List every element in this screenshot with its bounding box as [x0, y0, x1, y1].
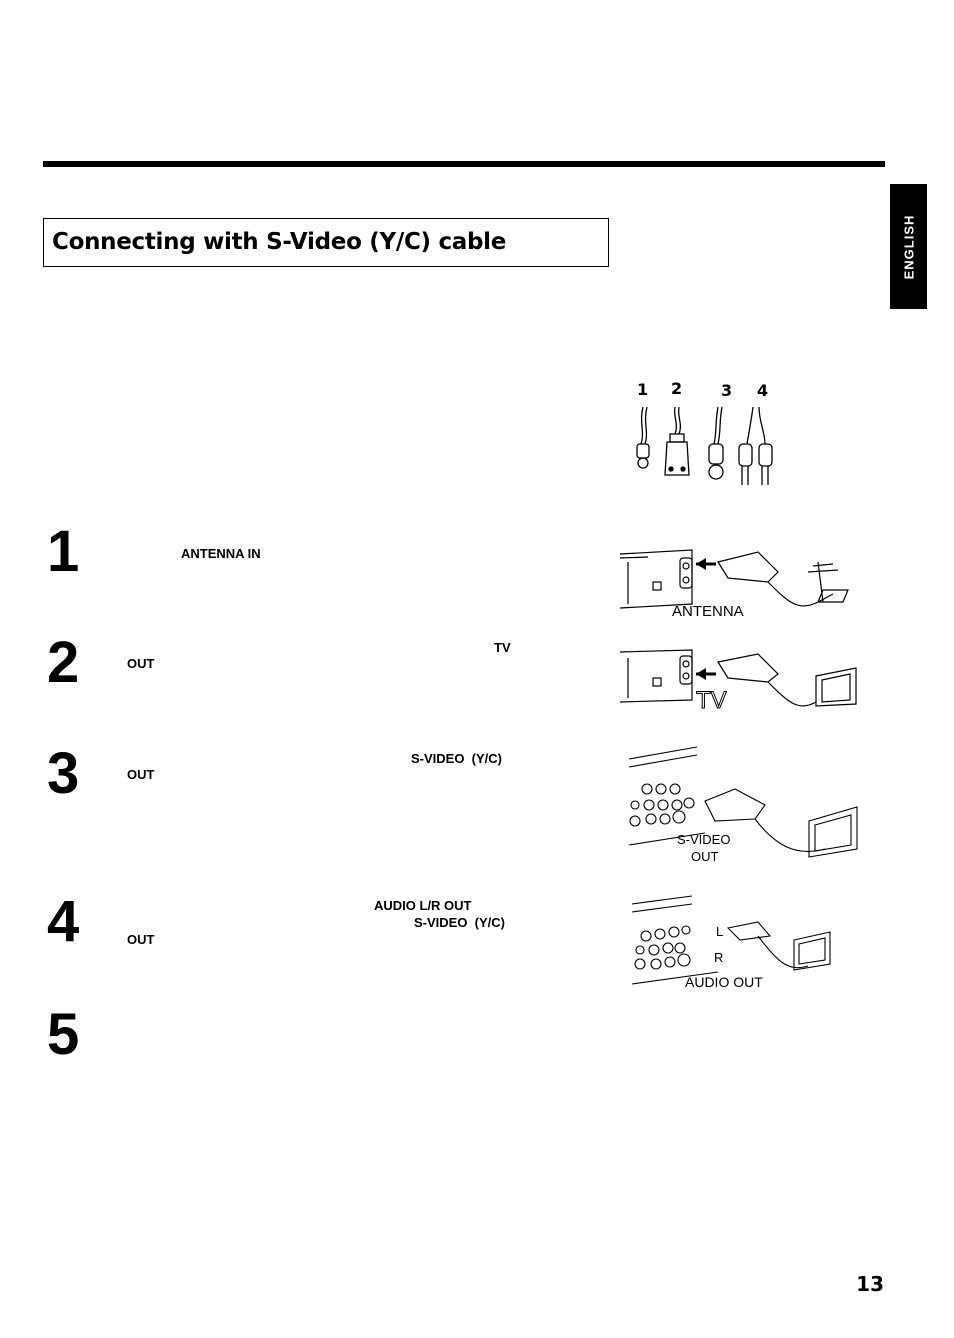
header-rule — [43, 161, 885, 167]
audio-figure-l-label: L — [716, 924, 723, 939]
step-3-svideo-label: S-VIDEO (Y/C) — [411, 751, 503, 766]
page-number: 13 — [856, 1272, 884, 1296]
section-title: Connecting with S-Video (Y/C) cable — [52, 229, 507, 255]
step-number-1: 1 — [47, 519, 80, 584]
cable-label-1: 1 — [637, 380, 648, 399]
step-2-tv-label: TV — [494, 640, 511, 655]
audio-figure-label: AUDIO OUT — [685, 974, 763, 990]
step-number-2: 2 — [47, 630, 80, 695]
cable-label-2: 2 — [671, 379, 682, 398]
svideo-figure-label-line1: S-VIDEO — [677, 832, 730, 847]
language-tab-label: ENGLISH — [901, 214, 916, 279]
step-number-3: 3 — [47, 741, 80, 806]
step-1-antenna-in-label: ANTENNA IN — [181, 546, 261, 561]
step-4-audio-label: AUDIO L/R OUT — [374, 898, 472, 913]
step-4-out-label: OUT — [127, 932, 155, 947]
language-tab: ENGLISH — [890, 184, 927, 309]
cable-label-4: 4 — [757, 381, 768, 400]
step-2-out-label: OUT — [127, 656, 155, 671]
svideo-connection-figure: S-VIDEO OUT — [628, 746, 858, 864]
audio-figure-r-label: R — [714, 950, 723, 965]
svideo-figure-label-line2: OUT — [691, 849, 719, 864]
cables-figure: 1 2 3 4 — [636, 379, 773, 485]
tv-figure-label: TV — [696, 687, 727, 714]
step-3-out-label: OUT — [127, 767, 155, 782]
audio-connection-figure: L R AUDIO OUT — [631, 895, 831, 990]
antenna-figure-label: ANTENNA — [672, 603, 744, 620]
cable-label-3: 3 — [721, 381, 732, 400]
step-number-5: 5 — [47, 1002, 80, 1067]
step-number-4: 4 — [47, 889, 80, 954]
tv-connection-figure: TV — [619, 649, 857, 715]
section-title-box: Connecting with S-Video (Y/C) cable — [43, 218, 609, 267]
antenna-connection-figure: ANTENNA — [619, 549, 849, 620]
step-4-svideo-label: S-VIDEO (Y/C) — [414, 915, 506, 930]
